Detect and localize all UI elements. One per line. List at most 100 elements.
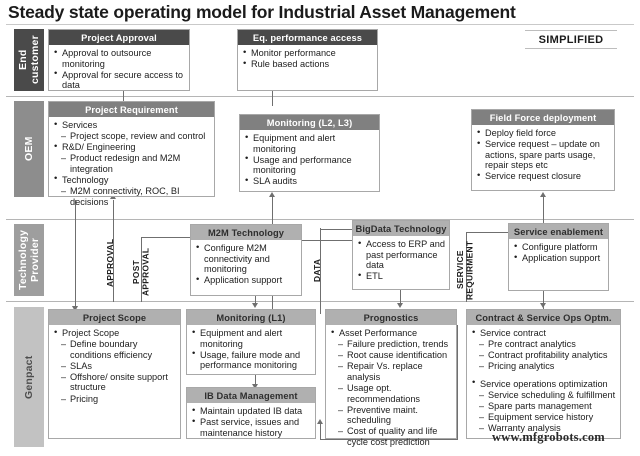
- connector-post-approval-elbow: [141, 237, 194, 239]
- list-item: Usage and performance monitoring: [245, 154, 375, 176]
- box-service-enablement-list: Configure platform Application support: [514, 242, 604, 264]
- list-item: Project scope, review and control: [54, 131, 210, 142]
- box-project-approval-body: Approval to outsource monitoring Approva…: [49, 45, 189, 94]
- connector-approval-up-line: [123, 86, 125, 102]
- list-item: Product redesign and M2M integration: [54, 153, 210, 174]
- box-m2m-technology-title: M2M Technology: [191, 225, 301, 240]
- connector-approval-line: [113, 222, 115, 302]
- list-item: Failure prediction, trends: [331, 339, 452, 350]
- list-item: Equipment service history: [472, 412, 616, 423]
- list-item: Equipment and alert monitoring: [192, 327, 311, 349]
- box-project-scope-body: Project Scope Define boundary conditions…: [49, 325, 180, 408]
- connector-approval-line-upper: [113, 200, 115, 222]
- box-m2m-technology[interactable]: M2M Technology Configure M2M connectivit…: [190, 224, 302, 296]
- box-project-requirement-list: Services Project scope, review and contr…: [54, 120, 210, 207]
- connector-data-elbow-bottom: [296, 240, 357, 242]
- lane-label-technology-provider: Technology Provider: [14, 224, 44, 296]
- list-item: Deploy field force: [477, 128, 610, 139]
- list-item: Service contract: [472, 328, 616, 339]
- box-prognostics-title: Prognostics: [326, 310, 456, 325]
- connector-service-enable-down-line: [543, 284, 545, 306]
- list-item: Rule based actions: [243, 59, 373, 70]
- list-item: M2M connectivity, ROC, BI decisions: [54, 186, 210, 207]
- list-item: ETL: [358, 271, 445, 282]
- box-eq-performance-access-title: Eq. performance access: [238, 30, 377, 45]
- lane-divider-2: [6, 219, 634, 220]
- box-project-requirement-title: Project Requirement: [49, 102, 214, 117]
- box-contract-service-ops[interactable]: Contract & Service Ops Optm. Service con…: [466, 309, 621, 439]
- box-field-force-deployment-body: Deploy field force Service request – upd…: [472, 125, 614, 185]
- list-item: Service request – update on actions, spa…: [477, 139, 610, 171]
- connector-label-approval: APPROVAL: [105, 238, 115, 288]
- connector-data-line: [320, 228, 322, 314]
- connector-m2m-down-arrow: [252, 303, 258, 308]
- list-item: Service scheduling & fulfillment: [472, 390, 616, 401]
- list-item: Access to ERP and past performance data: [358, 239, 445, 271]
- box-monitoring-l1[interactable]: Monitoring (L1) Equipment and alert moni…: [186, 309, 316, 375]
- box-field-force-deployment[interactable]: Field Force deployment Deploy field forc…: [471, 109, 615, 191]
- box-project-requirement[interactable]: Project Requirement Services Project sco…: [48, 101, 215, 207]
- list-item: Usage opt. recommendations: [331, 383, 452, 404]
- box-ib-data-management-body: Maintain updated IB data Past service, i…: [187, 403, 315, 442]
- box-service-enablement[interactable]: Service enablement Configure platform Ap…: [508, 223, 609, 291]
- list-item: Technology: [54, 174, 210, 186]
- list-item: Past service, issues and maintenance his…: [192, 417, 311, 438]
- box-ib-data-management-title: IB Data Management: [187, 388, 315, 403]
- list-item: Services: [54, 120, 210, 131]
- box-eq-performance-access-list: Monitor performance Rule based actions: [243, 48, 373, 70]
- connector-monitoring-ib-arrow: [252, 384, 258, 389]
- box-bigdata-technology-body: Access to ERP and past performance data …: [353, 236, 449, 285]
- box-project-approval-list: Approval to outsource monitoring Approva…: [54, 47, 185, 91]
- box-service-enablement-title: Service enablement: [509, 224, 608, 239]
- box-field-force-deployment-list: Deploy field force Service request – upd…: [477, 128, 610, 182]
- list-item: SLA audits: [245, 176, 375, 187]
- list-item: Warranty analysis: [472, 423, 616, 434]
- box-eq-performance-access-body: Monitor performance Rule based actions: [238, 45, 377, 73]
- lane-label-end-customer: End customer: [14, 29, 44, 91]
- box-project-scope-title: Project Scope: [49, 310, 180, 325]
- list-item: Application support: [514, 253, 604, 264]
- box-eq-performance-access[interactable]: Eq. performance access Monitor performan…: [237, 29, 378, 91]
- box-contract-service-ops-title: Contract & Service Ops Optm.: [467, 310, 620, 325]
- connector-label-service-requirment: SERVICE REQUIRMENT: [455, 240, 475, 300]
- list-item: Usage, failure mode and performance moni…: [192, 349, 311, 371]
- list-item: Offshore/ onsite support structure: [54, 372, 176, 393]
- connector-data-elbow-top: [320, 229, 357, 231]
- list-item: Monitor performance: [243, 48, 373, 59]
- list-item: Root cause identification: [331, 350, 452, 361]
- watermark: www.mfgrobots.com: [492, 430, 605, 444]
- connector-bigdata-down-arrow: [397, 303, 403, 308]
- box-monitoring-l2-l3[interactable]: Monitoring (L2, L3) Equipment and alert …: [239, 114, 380, 192]
- box-monitoring-l1-body: Equipment and alert monitoring Usage, fa…: [187, 325, 315, 374]
- connector-post-approval-line: [141, 237, 143, 302]
- list-item: Cost of quality and life cycle cost pred…: [331, 426, 452, 447]
- page-title: Steady state operating model for Industr…: [8, 2, 516, 22]
- list-item: Service request closure: [477, 171, 610, 182]
- lane-label-oem: OEM: [14, 101, 44, 197]
- list-item: Pre contract analytics: [472, 339, 616, 350]
- list-item: Spare parts management: [472, 401, 616, 412]
- box-service-enablement-body: Configure platform Application support: [509, 239, 608, 267]
- box-monitoring-l2-l3-body: Equipment and alert monitoring Usage and…: [240, 130, 379, 190]
- box-project-approval[interactable]: Project Approval Approval to outsource m…: [48, 29, 190, 91]
- connector-post-approval-down-line: [75, 200, 77, 310]
- list-item: Configure M2M connectivity and monitorin…: [196, 243, 297, 275]
- box-monitoring-l2-l3-title: Monitoring (L2, L3): [240, 115, 379, 130]
- box-project-scope[interactable]: Project Scope Project Scope Define bound…: [48, 309, 181, 439]
- connector-feedback-up-line: [320, 424, 322, 440]
- list-item: Pricing: [54, 394, 176, 405]
- list-item: Maintain updated IB data: [192, 406, 311, 417]
- box-ib-data-management[interactable]: IB Data Management Maintain updated IB d…: [186, 387, 316, 439]
- box-prognostics[interactable]: Prognostics Asset Performance Failure pr…: [325, 309, 457, 447]
- box-monitoring-l1-title: Monitoring (L1): [187, 310, 315, 325]
- box-contract-service-ops-list: Service contract Pre contract analytics …: [472, 328, 616, 434]
- list-item: Asset Performance: [331, 328, 452, 339]
- box-field-force-deployment-title: Field Force deployment: [472, 110, 614, 125]
- list-item: Application support: [196, 275, 297, 286]
- connector-label-data: DATA: [312, 258, 322, 282]
- list-item: Pricing analytics: [472, 361, 616, 372]
- box-bigdata-technology[interactable]: BigData Technology Access to ERP and pas…: [352, 220, 450, 290]
- list-item: R&D/ Engineering: [54, 142, 210, 153]
- box-contract-service-ops-body: Service contract Pre contract analytics …: [467, 325, 620, 437]
- list-item: Configure platform: [514, 242, 604, 253]
